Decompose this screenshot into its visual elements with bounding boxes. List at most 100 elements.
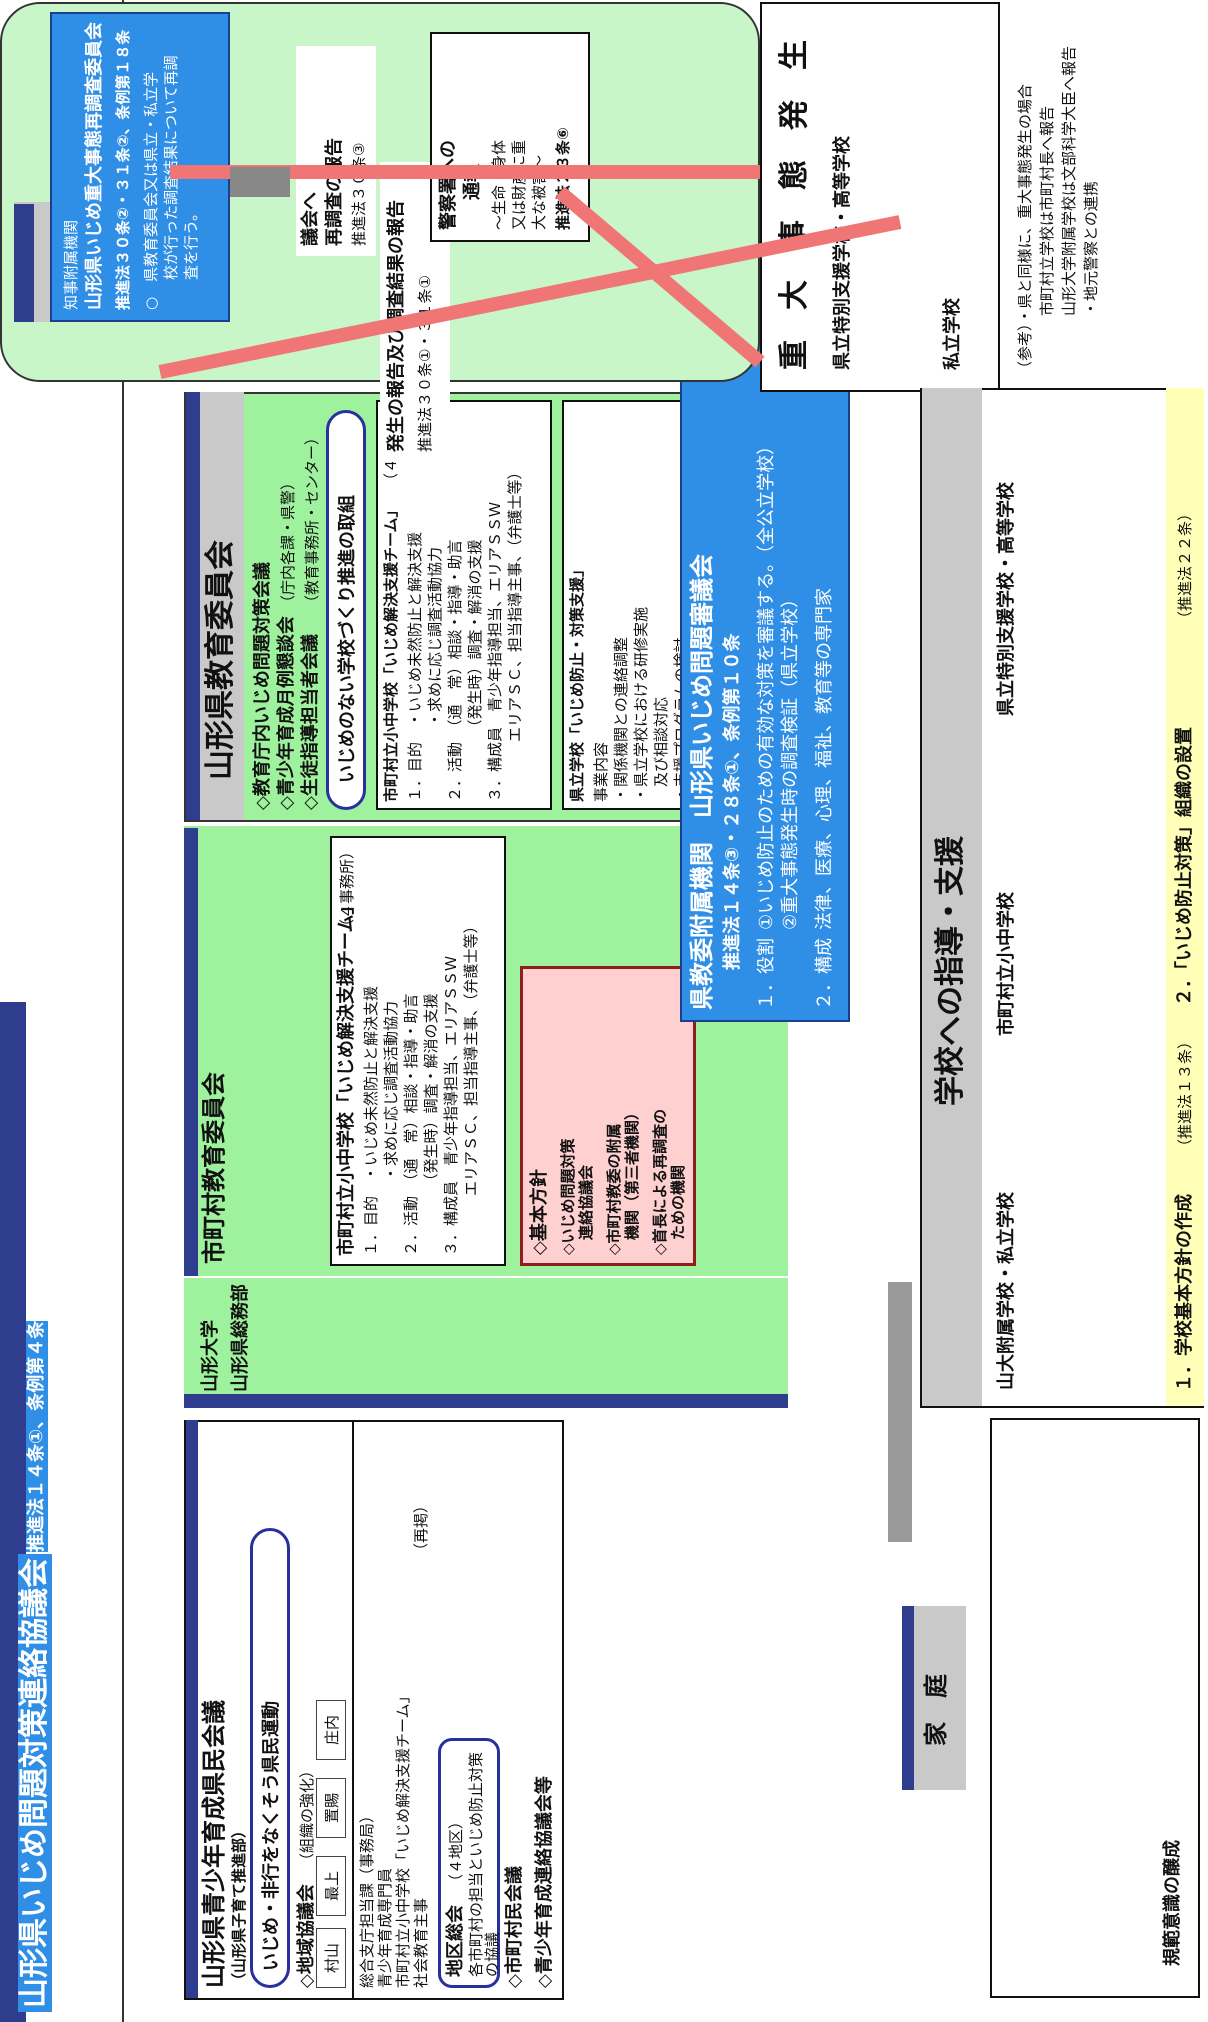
serious-event-label: 重 大 事 態 発 生 bbox=[777, 40, 812, 370]
serious-event-private: 私立学校 bbox=[942, 298, 963, 370]
pref-board-note-3: （教育事務所・センター） bbox=[303, 429, 321, 610]
member-4: 社会教育主事 bbox=[412, 1897, 430, 1988]
pref-team-item-1: １．目的 ・いじめ未然防止と解決支援 bbox=[406, 531, 424, 802]
district-box: 地区総会 （４地区） 各市町村の担当といじめ防止対策 の協議 bbox=[438, 1738, 501, 1988]
area-murayama: 村山 bbox=[316, 1928, 346, 1988]
pref-school-item-4: 及び相談対応 bbox=[652, 696, 670, 802]
reinvestigation-basis: 推進法３０条②・３１条②、条例第１８条 bbox=[114, 29, 132, 310]
police-box: 警察署への 通報 〜生命・身体 又は財産に重 大な被害〜 推進法２３条⑥ bbox=[430, 32, 590, 242]
serious-event-reference: （参考）・県と同様に、重大事態発生の場合 市町村立学校は市町村長へ報告 山形大学… bbox=[1010, 12, 1200, 382]
area-shonai: 庄内 bbox=[316, 1700, 346, 1760]
reinvestigation-organ-1: ◇首長による再調査の bbox=[651, 1108, 669, 1255]
university-label: 山形大学 bbox=[200, 1320, 221, 1392]
report-basis: 推進法３０条①・３１条① bbox=[416, 275, 434, 452]
serious-event-schools: 県立特別支援学校・高等学校 bbox=[832, 136, 853, 370]
assembly-2: 再調査の報告 bbox=[324, 138, 345, 246]
guidance-title: 学校への指導・支援 bbox=[933, 836, 968, 1106]
police-basis: 推進法２３条⑥ bbox=[554, 127, 572, 230]
serious-event-box: 重 大 事 態 発 生 県立特別支援学校・高等学校 私立学校 bbox=[760, 2, 1000, 392]
youth-title: 山形県青少年育成県民会議 bbox=[200, 1700, 228, 1988]
pref-school-item-2: ・関係機関との連絡調整 bbox=[612, 637, 630, 802]
police-body-3: 大な被害〜 bbox=[530, 154, 548, 230]
district-note: （４地区） bbox=[447, 1813, 465, 1889]
school-b: 市町村立小中学校 bbox=[996, 892, 1017, 1036]
pref-board-item-1: ◇教育庁内いじめ問題対策会議 bbox=[252, 562, 273, 810]
ref-3: 山形大学附属学校は文部科学大臣へ報告 bbox=[1060, 45, 1078, 376]
council-line-2: ２．構成：会長（知事）、県教育委員会、県教育本部、県総務部、県子育て推進部、山形… bbox=[70, 1177, 88, 2010]
initiative-box: いじめのない学校づくり推進の取組 bbox=[326, 410, 366, 810]
third-party-1: ◇市町村教委の附属 bbox=[605, 1123, 623, 1255]
pref-team-item-3: ２．活動 （通 常）相談・指導・助言 bbox=[446, 539, 464, 802]
regional-note: （組織の強化） bbox=[298, 1762, 316, 1868]
third-party-2: 機関（第三者機関） bbox=[623, 1104, 641, 1255]
reinvestigation-org: 知事附属機関 bbox=[62, 219, 80, 310]
campaign-box: いじめ・非行をなくそう県民運動 bbox=[250, 1528, 290, 1988]
area-okitama: 置賜 bbox=[316, 1778, 346, 1838]
pref-school-item-3: ・県立学校における研修実施 bbox=[632, 606, 650, 802]
municipal-council: ◇市町村民会議 bbox=[504, 1866, 525, 1988]
support-team-title: 市町村立小中学校「いじめ解決支援チーム」 bbox=[336, 896, 357, 1256]
review-role-1: ①いじめ防止のための有効な対策を審議する。（全公立学校） bbox=[756, 436, 777, 930]
youth-header-band bbox=[186, 1420, 198, 1998]
council-line-3: 山形地方法務局、市町村教育委員会協議会、山形県青少年育成県民会議、各校種校長会、… bbox=[88, 1184, 106, 2010]
police-title-2: 通報 bbox=[462, 164, 483, 200]
member-2: 青少年育成専門員 bbox=[376, 1867, 394, 1988]
guidance-policy-2: ２．「いじめ防止対策」組織の設置 bbox=[1174, 727, 1195, 1006]
guidance-policy-1-note: （推進法１３条） bbox=[1176, 1033, 1194, 1154]
support-team-item-5: ３．構成員 青少年指導担当、エリアＳＳＷ bbox=[442, 955, 460, 1256]
guidance-panel: 学校への指導・支援 山大附属学校・私立学校 市町村立小中学校 県立特別支援学校・… bbox=[920, 388, 1204, 1408]
support-team-item-1: １．目的 ・いじめ未然防止と解決支援 bbox=[362, 985, 380, 1256]
review-board-title: 県教委附属機関 山形県いじめ問題審議会 bbox=[688, 554, 716, 1010]
reinvestigation-title: 山形県いじめ重大事態再調査委員会 bbox=[84, 22, 105, 310]
university-band bbox=[184, 1278, 788, 1408]
support-team-item-4: （発生時）調査・解消の支援 bbox=[422, 993, 440, 1256]
review-members-label: ２．構成 bbox=[814, 938, 835, 1010]
member-5: （再掲） bbox=[412, 1497, 430, 1558]
reinvestigation-body-1: ○ 県教育委員会又は県立・私立学 bbox=[142, 71, 160, 310]
youth-liaison-council: ◇青少年育成連絡協議会等 bbox=[534, 1776, 555, 1988]
pref-school-item-1: 事業内容 bbox=[592, 741, 610, 802]
reinvestigation-body-2: 校が行った調査結果について再調 bbox=[162, 55, 180, 310]
member-1: 総合支庁担当課（事務局） bbox=[358, 1807, 376, 1988]
pref-board-note-2: （庁内各課・県警） bbox=[279, 474, 297, 610]
youth-subtitle: （山形県子育て推進部） bbox=[230, 1822, 248, 1988]
pref-board-header bbox=[186, 392, 200, 820]
pref-board-item-2: ◇青少年育成月例懇談会 bbox=[276, 616, 297, 810]
support-team-item-2: ・求めに応じ調査活動協力 bbox=[382, 1000, 400, 1256]
guidance-policy-1: １．学校基本方針の作成 bbox=[1174, 1194, 1195, 1392]
assembly-report-box: 議会へ 再調査の報告 推進法３０条③ bbox=[296, 46, 376, 256]
review-role-2: ②重大事態発生時の調査検証（県立学校） bbox=[780, 589, 801, 930]
family-box: 家 庭 bbox=[902, 1606, 966, 1790]
general-affairs-label: 山形県総務部 bbox=[230, 1284, 251, 1392]
family-norms: 規範意識の醸成 bbox=[1162, 1840, 1183, 1966]
council-line-1: １．目的：いじめ防止等に関係する機関・団体の連携を図る。（基本方針に基づく各年度… bbox=[52, 1162, 70, 2010]
district-title: 地区総会 bbox=[445, 1905, 466, 1977]
university-band-tab bbox=[184, 1394, 788, 1408]
council-line-4: 県弁護士会、県ＰＴＡ連合会、大学教授等有識者、他 bbox=[106, 1604, 124, 2010]
assembly-1: 議会へ bbox=[300, 192, 321, 246]
support-team-item-6: エリアＳＣ、担当指導主事、（弁護士等） bbox=[462, 918, 480, 1256]
school-a: 山大附属学校・私立学校 bbox=[996, 1192, 1017, 1390]
review-board-basis: 推進法１４条③・２８条①、条例第１０条 bbox=[722, 633, 743, 970]
municipal-board-title: 市町村教育委員会 bbox=[200, 1072, 228, 1264]
police-body-2: 又は財産に重 bbox=[510, 139, 528, 230]
area-mogami: 最上 bbox=[316, 1856, 346, 1916]
youth-council-panel: 山形県青少年育成県民会議 （山形県子育て推進部） いじめ・非行をなくそう県民運動… bbox=[184, 1420, 354, 2000]
pref-team-item-4: （発生時）調査・解消の支援 bbox=[466, 539, 484, 802]
school-c: 県立特別支援学校・高等学校 bbox=[996, 482, 1017, 716]
ref-1: （参考）・県と同様に、重大事態発生の場合 bbox=[1016, 83, 1034, 376]
basic-policy: ◇基本方針 bbox=[529, 1169, 550, 1255]
reinvestigation-organ-2: ための機関 bbox=[669, 1164, 687, 1255]
district-body-2: の協議 bbox=[483, 1931, 501, 1977]
member-3: 市町村立小中学校「いじめ解決支援チーム」 bbox=[394, 1688, 412, 1988]
support-team-note: （４事務所） bbox=[338, 843, 356, 934]
ref-4: ・地元警察との連携 bbox=[1082, 181, 1100, 376]
pref-team-item-2: ・求めに応じ調査活動協力 bbox=[426, 546, 444, 802]
campaign-label: いじめ・非行をなくそう県民運動 bbox=[261, 1701, 282, 1971]
pref-team-title: 市町村立小中学校「いじめ解決支援チーム」 bbox=[382, 502, 400, 802]
pref-school-title: 県立学校「いじめ防止・対策支援」 bbox=[568, 561, 586, 802]
police-body-1: 〜生命・身体 bbox=[490, 139, 508, 230]
review-members: 法律、医療、心理、福祉、教育等の専門家 bbox=[814, 588, 835, 930]
reinvestigation-committee-box: 知事附属機関 山形県いじめ重大事態再調査委員会 推進法３０条②・３１条②、条例第… bbox=[50, 12, 230, 322]
